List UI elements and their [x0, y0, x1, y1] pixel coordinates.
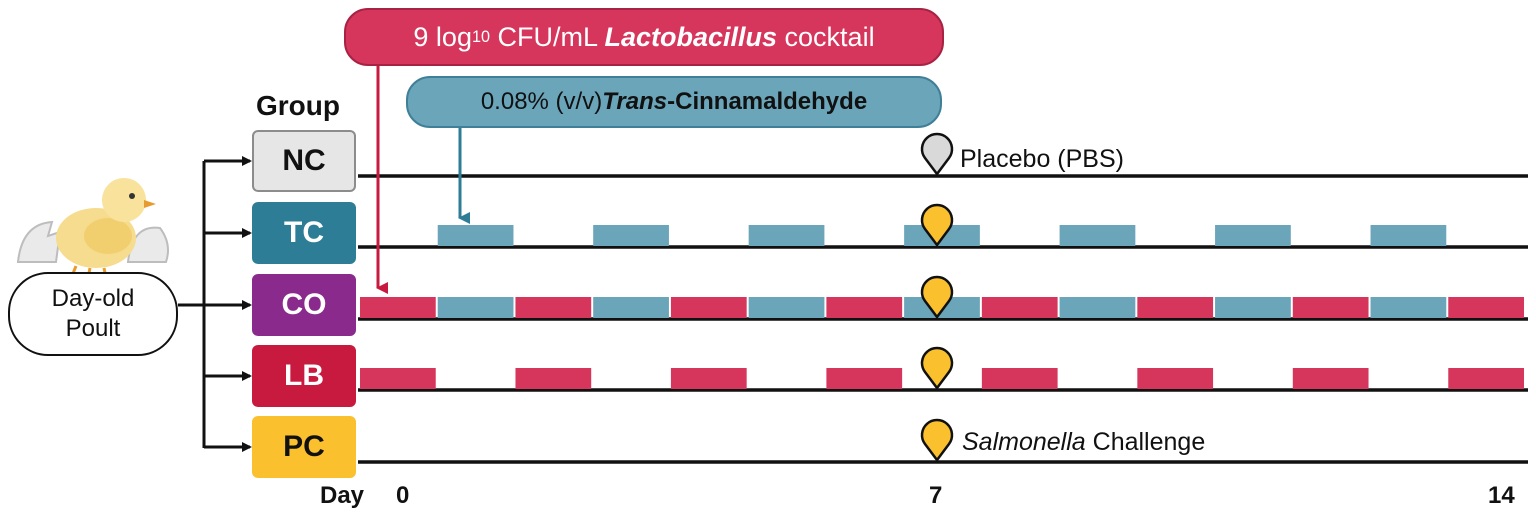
placebo-label-text: Placebo (PBS) — [960, 145, 1124, 173]
placebo-label: Placebo (PBS) — [960, 145, 1124, 174]
lactobacillus-bar-lb — [1292, 368, 1369, 389]
tc-callout-bold: -Cinnamaldehyde — [667, 88, 868, 115]
trans-cinnamaldehyde-bar-tc — [1059, 225, 1136, 246]
salmonella-label-italic: Salmonella — [962, 428, 1086, 456]
day-tick-7: 7 — [929, 482, 943, 509]
lactobacillus-bar-lb — [826, 368, 903, 389]
group-column-title: Group — [256, 90, 340, 121]
lactobacillus-bar-co — [670, 297, 747, 318]
lactobacillus-callout-pre: 9 log — [413, 21, 472, 52]
trans-cinnamaldehyde-bar-tc — [593, 225, 669, 246]
lactobacillus-bar-lb — [1448, 368, 1524, 389]
lactobacillus-bar-co — [826, 297, 903, 318]
poult-line-1: Day-old — [51, 285, 135, 312]
tc-callout-pre: 0.08% (v/v) — [480, 88, 603, 115]
trans-cinnamaldehyde-bar-co — [1059, 297, 1136, 318]
lactobacillus-bar-co — [1448, 297, 1524, 318]
trans-cinnamaldehyde-bar-tc — [748, 225, 825, 246]
tc-callout-italic: Trans — [602, 88, 668, 115]
lactobacillus-bar-lb — [670, 368, 747, 389]
day-old-poult-node: Day-old Poult — [8, 272, 178, 356]
lactobacillus-bar-co — [1292, 297, 1369, 318]
poult-line-2: Poult — [65, 315, 121, 342]
group-box-co: CO — [252, 274, 356, 336]
lactobacillus-bar-lb — [515, 368, 592, 389]
salmonella-marker-tc — [920, 203, 954, 248]
salmonella-label-rest: Challenge — [1085, 428, 1206, 456]
day-axis-label: Day — [320, 482, 365, 509]
trans-cinnamaldehyde-bar-tc — [437, 225, 514, 246]
lactobacillus-bar-lb — [360, 368, 436, 389]
treatment-bars — [360, 225, 1524, 389]
chick-illustration — [16, 178, 169, 279]
trans-cinnamaldehyde-bar-co — [437, 297, 514, 318]
group-connectors — [178, 156, 252, 452]
lactobacillus-bar-lb — [981, 368, 1058, 389]
trans-cinnamaldehyde-bar-co — [1215, 297, 1291, 318]
salmonella-marker-pc — [920, 418, 954, 463]
trans-cinnamaldehyde-bar-tc — [1215, 225, 1291, 246]
lactobacillus-callout-post: cocktail — [777, 21, 875, 52]
trans-cinnamaldehyde-bar-co — [748, 297, 825, 318]
salmonella-challenge-label: Salmonella Challenge — [962, 428, 1205, 457]
trans-cinnamaldehyde-bar-co — [593, 297, 669, 318]
trans-cinnamaldehyde-bar-co — [1370, 297, 1447, 318]
challenge-markers — [920, 132, 954, 463]
trans-cinnamaldehyde-bar-tc — [1370, 225, 1447, 246]
salmonella-marker-co — [920, 275, 954, 320]
lactobacillus-bar-co — [515, 297, 592, 318]
lactobacillus-bar-co — [981, 297, 1058, 318]
lactobacillus-callout-mid: CFU/mL — [489, 21, 605, 52]
group-box-nc: NC — [252, 130, 356, 192]
lactobacillus-bar-lb — [1137, 368, 1214, 389]
group-box-tc: TC — [252, 202, 356, 264]
lactobacillus-callout-organism: Lactobacillus — [604, 21, 778, 52]
lactobacillus-bar-co — [360, 297, 436, 318]
group-box-lb: LB — [252, 345, 356, 407]
lactobacillus-bar-co — [1137, 297, 1214, 318]
placebo-marker-nc — [920, 132, 954, 177]
salmonella-marker-lb — [920, 346, 954, 391]
timelines — [358, 174, 1528, 464]
day-tick-0: 0 — [396, 482, 410, 509]
trans-cinnamaldehyde-callout: 0.08% (v/v)Trans-Cinnamaldehyde — [406, 76, 942, 128]
group-box-pc: PC — [252, 416, 356, 478]
day-tick-14: 14 — [1488, 482, 1515, 509]
